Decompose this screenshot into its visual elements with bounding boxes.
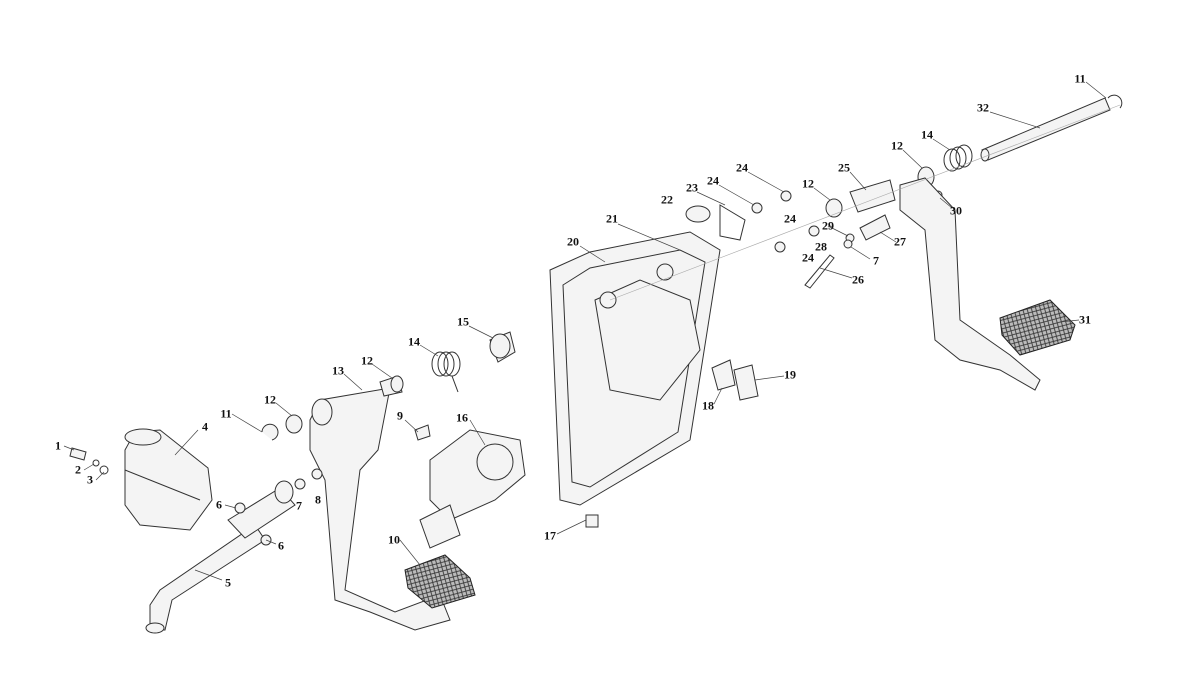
- callout-2: 2: [75, 462, 81, 477]
- callout-20: 20: [567, 234, 579, 249]
- callout-7: 7: [873, 253, 879, 268]
- bolt-9: [414, 424, 431, 441]
- hose: [145, 524, 266, 634]
- callout-12: 12: [891, 138, 903, 153]
- callout-32: 32: [977, 100, 989, 115]
- callout-12: 12: [361, 353, 373, 368]
- switch-18: [711, 359, 736, 391]
- pin-26: [804, 254, 835, 289]
- brake-booster: [419, 429, 526, 549]
- switch-19: [733, 364, 759, 401]
- callout-5: 5: [225, 575, 231, 590]
- reservoir: [124, 428, 213, 531]
- callout-7: 7: [296, 498, 302, 513]
- part-25: [849, 179, 896, 213]
- part-23: [719, 204, 746, 241]
- callout-25: 25: [838, 160, 850, 175]
- leader-lines: [63, 81, 1121, 581]
- callout-27: 27: [894, 234, 906, 249]
- callout-14: 14: [408, 334, 420, 349]
- spring: [431, 351, 461, 393]
- bushing: [285, 414, 303, 434]
- callout-29: 29: [822, 218, 834, 233]
- callout-24: 24: [736, 160, 748, 175]
- clip-11: [261, 423, 279, 441]
- callout-19: 19: [784, 367, 796, 382]
- part-2: [92, 459, 100, 467]
- callout-28: 28: [815, 239, 827, 254]
- part-27: [859, 214, 891, 241]
- master-cylinder: [227, 480, 296, 546]
- callout-12: 12: [802, 176, 814, 191]
- callout-3: 3: [87, 472, 93, 487]
- callout-24: 24: [707, 173, 719, 188]
- brake-pedal-pad: [999, 299, 1076, 356]
- callout-18: 18: [702, 398, 714, 413]
- callout-6: 6: [216, 497, 222, 512]
- bushing: [825, 198, 843, 218]
- callout-26: 26: [852, 272, 864, 287]
- callout-15: 15: [457, 314, 469, 329]
- brake-pedal: [899, 177, 1041, 391]
- clutch-pedal-pad: [404, 554, 476, 609]
- callout-22: 22: [661, 192, 673, 207]
- callout-6: 6: [278, 538, 284, 553]
- callout-17: 17: [544, 528, 556, 543]
- callout-4: 4: [202, 419, 208, 434]
- callout-10: 10: [388, 532, 400, 547]
- callout-1: 1: [55, 438, 61, 453]
- spring: [943, 144, 973, 172]
- callout-16: 16: [456, 410, 468, 425]
- callout-31: 31: [1079, 312, 1091, 327]
- callout-11: 11: [220, 406, 232, 421]
- callout-21: 21: [606, 211, 618, 226]
- callout-14: 14: [921, 127, 933, 142]
- callout-9: 9: [397, 408, 403, 423]
- pedal-bracket: [549, 231, 721, 506]
- callout-8: 8: [315, 492, 321, 507]
- callout-12: 12: [264, 392, 276, 407]
- part-1: [69, 447, 87, 461]
- callout-30: 30: [950, 203, 962, 218]
- callout-24: 24: [784, 211, 796, 226]
- callout-11: 11: [1074, 71, 1086, 86]
- clip-11: [1107, 94, 1123, 109]
- part-22: [685, 205, 711, 223]
- callout-24: 24: [802, 250, 814, 265]
- part-17: [585, 514, 599, 528]
- callout-23: 23: [686, 180, 698, 195]
- part-3: [99, 465, 109, 475]
- callout-13: 13: [332, 363, 344, 378]
